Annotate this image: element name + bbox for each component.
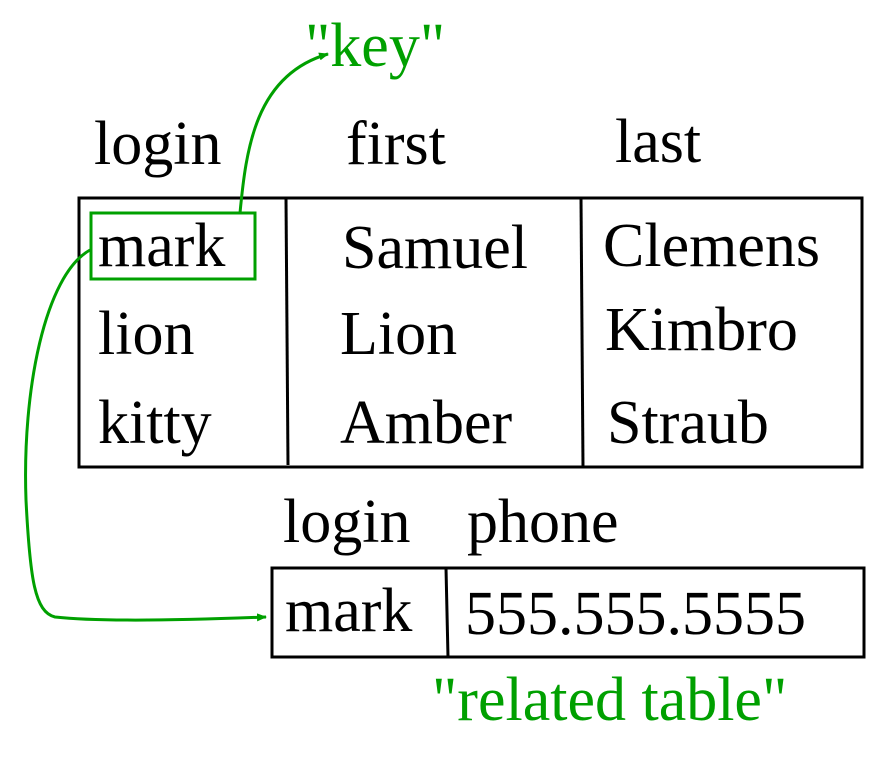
related-table-border — [270, 566, 866, 659]
main-cell-first-3: Amber — [340, 389, 513, 457]
main-header-last: last — [615, 108, 701, 176]
main-cell-last-3: Straub — [607, 389, 769, 457]
relation-arrow — [24, 248, 267, 622]
main-table-border — [77, 196, 864, 469]
related-cell-phone-1: 555.555.5555 — [465, 580, 806, 648]
related-table-divider — [444, 567, 450, 658]
main-cell-first-2: Lion — [340, 300, 457, 368]
key-annotation: "key" — [305, 12, 445, 80]
related-header-login: login — [283, 488, 410, 556]
key-highlight-box — [89, 211, 257, 281]
main-cell-last-2: Kimbro — [605, 296, 798, 364]
main-cell-login-3: kitty — [98, 389, 212, 457]
related-table-annotation: "related table" — [432, 666, 787, 734]
related-cell-login-1: mark — [285, 577, 412, 645]
main-cell-login-2: lion — [98, 300, 194, 368]
related-header-phone: phone — [467, 488, 619, 556]
main-table-divider-1 — [284, 197, 290, 466]
main-header-first: first — [346, 110, 446, 178]
main-cell-login-1: mark — [98, 212, 225, 280]
key-arrow — [238, 52, 329, 214]
main-header-login: login — [94, 110, 221, 178]
main-table-divider-2 — [579, 197, 585, 468]
main-cell-first-1: Samuel — [342, 214, 528, 282]
main-cell-last-1: Clemens — [603, 212, 820, 280]
